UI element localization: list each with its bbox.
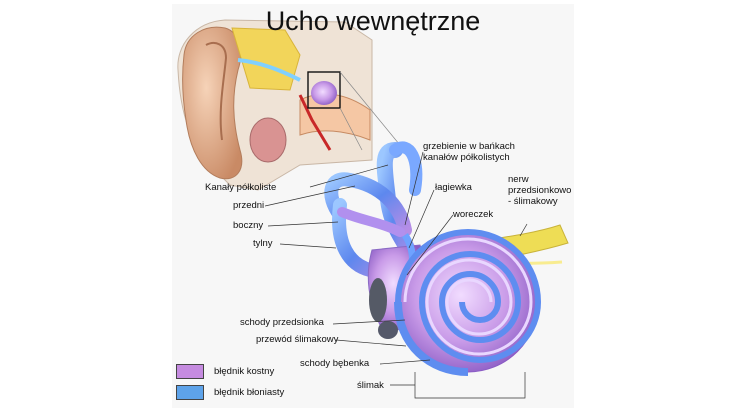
label-scala-tympani: schody bębenka (300, 358, 370, 369)
legend-item-membranous-labyrinth: błędnik błoniasty (176, 385, 284, 400)
label-anterior: przedni (233, 200, 265, 211)
label-cochlear-duct: przewód ślimakowy (256, 334, 339, 345)
label-posterior: tylny (253, 238, 273, 249)
cochlea (394, 229, 542, 376)
label-lateral: boczny (233, 220, 264, 231)
label-saccule: woreczek (453, 209, 494, 220)
leader-lines (264, 151, 528, 399)
label-utricle: łagiewka (435, 182, 472, 193)
ear-cross-section (177, 19, 405, 191)
legend-label-membranous: błędnik błoniasty (214, 387, 285, 398)
legend-label-bony: błędnik kostny (214, 366, 275, 377)
label-cochlea: ślimak (357, 380, 384, 391)
label-vestibulocochlear-nerve: nerw przedsionkowo - ślimakowy (508, 174, 572, 207)
legend-swatch-bony (176, 364, 204, 379)
legend-swatch-membranous (176, 385, 204, 400)
label-ampullary-crests: grzebienie w bańkach kanałów półkolistyc… (423, 141, 515, 163)
label-semicircular-canals: Kanały półkoliste (205, 182, 277, 193)
legend-item-bony-labyrinth: błędnik kostny (176, 364, 274, 379)
figure-title: Ucho wewnętrzne (265, 6, 481, 36)
label-scala-vestibuli: schody przedsionka (240, 317, 324, 328)
